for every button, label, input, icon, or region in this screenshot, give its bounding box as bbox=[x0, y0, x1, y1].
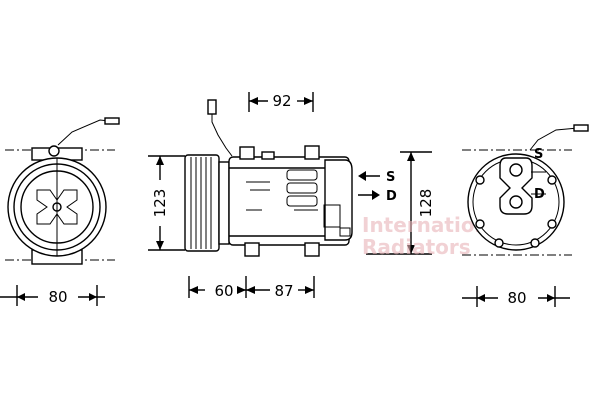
valve-port bbox=[339, 227, 351, 237]
dim-top-length: 92 bbox=[272, 92, 291, 110]
clutch-segments bbox=[36, 189, 78, 225]
mount-boss bbox=[239, 146, 255, 160]
dim-arrow bbox=[407, 152, 415, 161]
bolt bbox=[547, 175, 557, 185]
rear-view: S D 80 bbox=[462, 124, 589, 307]
body-rib bbox=[286, 169, 318, 181]
mount-boss bbox=[244, 242, 260, 257]
port-block bbox=[499, 157, 533, 215]
height-dimension: 128 bbox=[366, 151, 435, 255]
mount-boss bbox=[261, 151, 275, 160]
dim-arrow bbox=[477, 294, 485, 302]
dim-arrow bbox=[249, 97, 258, 105]
bolt bbox=[530, 238, 540, 248]
mount-boss bbox=[304, 145, 320, 160]
dim-arrow bbox=[304, 97, 313, 105]
body-rib bbox=[286, 182, 318, 194]
body-rib bbox=[286, 195, 318, 207]
rear-suction-label: S bbox=[534, 147, 543, 162]
dim-arrow bbox=[407, 245, 415, 254]
dim-arrow bbox=[156, 241, 164, 250]
clutch-coil bbox=[218, 161, 230, 245]
mount-boss bbox=[304, 242, 320, 257]
dim-right-width: 80 bbox=[507, 289, 526, 307]
dim-side-height: 123 bbox=[151, 189, 169, 218]
dim-arrow bbox=[305, 286, 314, 294]
dim-arrow bbox=[547, 294, 555, 302]
sensor-wire bbox=[211, 105, 233, 157]
dim-body-length: 87 bbox=[274, 282, 293, 300]
bolt-head bbox=[48, 145, 60, 157]
dim-arrow bbox=[89, 293, 97, 301]
bolt bbox=[475, 219, 485, 229]
rear-cap bbox=[324, 159, 353, 241]
bolt bbox=[475, 175, 485, 185]
dim-arrow bbox=[189, 286, 198, 294]
suction-port bbox=[509, 163, 523, 177]
sensor-wire bbox=[529, 127, 579, 151]
wire-connector bbox=[573, 124, 589, 132]
dim-arrow bbox=[17, 293, 25, 301]
front-view: 80 bbox=[0, 117, 120, 306]
discharge-label: D bbox=[386, 189, 397, 204]
side-view: 123 bbox=[148, 92, 353, 300]
dim-right-height: 128 bbox=[417, 189, 435, 218]
discharge-arrowhead bbox=[372, 190, 380, 200]
wire-connector bbox=[104, 117, 120, 125]
suction-arrowhead bbox=[358, 171, 366, 181]
watermark-line2: Radiators bbox=[362, 235, 471, 259]
wire-connector bbox=[207, 99, 217, 115]
suction-label: S bbox=[386, 170, 395, 185]
dim-arrow bbox=[237, 286, 246, 294]
dim-arrow bbox=[246, 286, 255, 294]
bolt bbox=[494, 238, 504, 248]
dim-pulley-length: 60 bbox=[214, 282, 233, 300]
dim-arrow bbox=[156, 156, 164, 165]
discharge-port bbox=[509, 195, 523, 209]
port-labels: S D bbox=[358, 170, 397, 204]
bolt bbox=[547, 219, 557, 229]
pulley bbox=[184, 154, 220, 252]
valve-block bbox=[323, 204, 341, 228]
dim-left-width: 80 bbox=[48, 288, 67, 306]
